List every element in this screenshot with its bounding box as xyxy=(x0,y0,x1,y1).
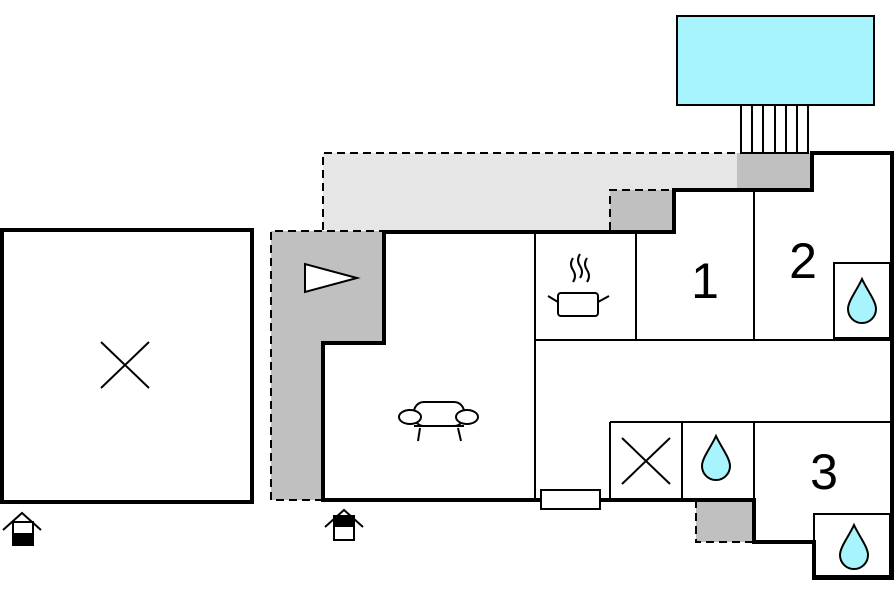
room-number-2: 2 xyxy=(789,233,817,289)
kitchen-pot-icon xyxy=(547,253,610,317)
sofa-icon xyxy=(398,401,479,442)
washing-room-x-icon xyxy=(621,437,671,485)
terrace-dark-bottom-border xyxy=(695,500,754,543)
covered-terrace-light xyxy=(323,153,738,230)
terrace-dark-step-border xyxy=(609,189,674,230)
terrace-dark-left-border xyxy=(270,230,384,501)
terrace-dark-bottom xyxy=(696,500,754,542)
outbuilding-x-icon xyxy=(100,341,150,389)
terrace-dark-top xyxy=(737,153,812,190)
bathroom-water-drop-icon xyxy=(838,522,870,570)
heater-icon xyxy=(540,489,601,510)
interior-walls xyxy=(534,190,892,577)
pool-steps xyxy=(740,104,809,154)
room-number-3: 3 xyxy=(810,444,838,500)
terrace-dark-left xyxy=(271,231,384,500)
bathroom-water-drop-icon xyxy=(700,433,732,481)
bathroom-water-drop-icon xyxy=(846,276,878,324)
garden-arrow-icon xyxy=(304,262,361,294)
terrace-dark-step xyxy=(610,190,674,230)
entrance-icon xyxy=(2,511,42,546)
terrace-dashed-border xyxy=(322,152,738,230)
house-outer-wall xyxy=(321,151,894,580)
pool xyxy=(676,15,875,106)
room-number-1: 1 xyxy=(691,253,719,309)
entrance-icon xyxy=(324,508,364,541)
